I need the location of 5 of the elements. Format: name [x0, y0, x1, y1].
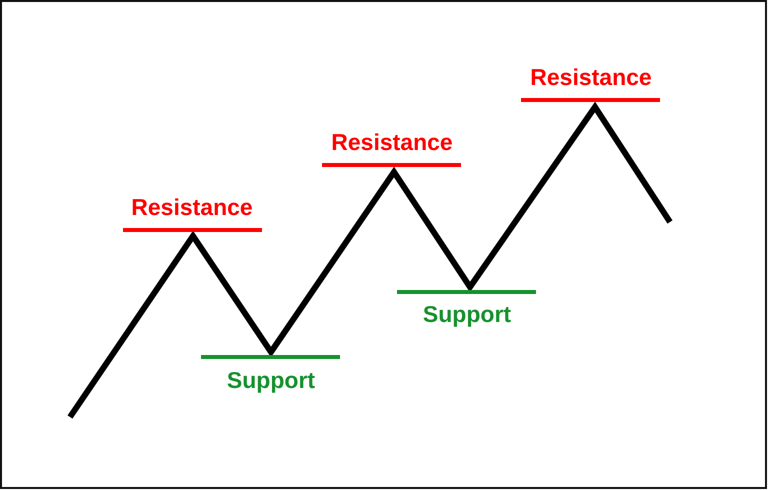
resistance-label: Resistance — [331, 129, 453, 155]
support-label: Support — [422, 301, 512, 327]
resistance-label: Resistance — [530, 64, 652, 90]
support-label: Support — [226, 367, 316, 393]
resistance-label: Resistance — [131, 194, 253, 220]
